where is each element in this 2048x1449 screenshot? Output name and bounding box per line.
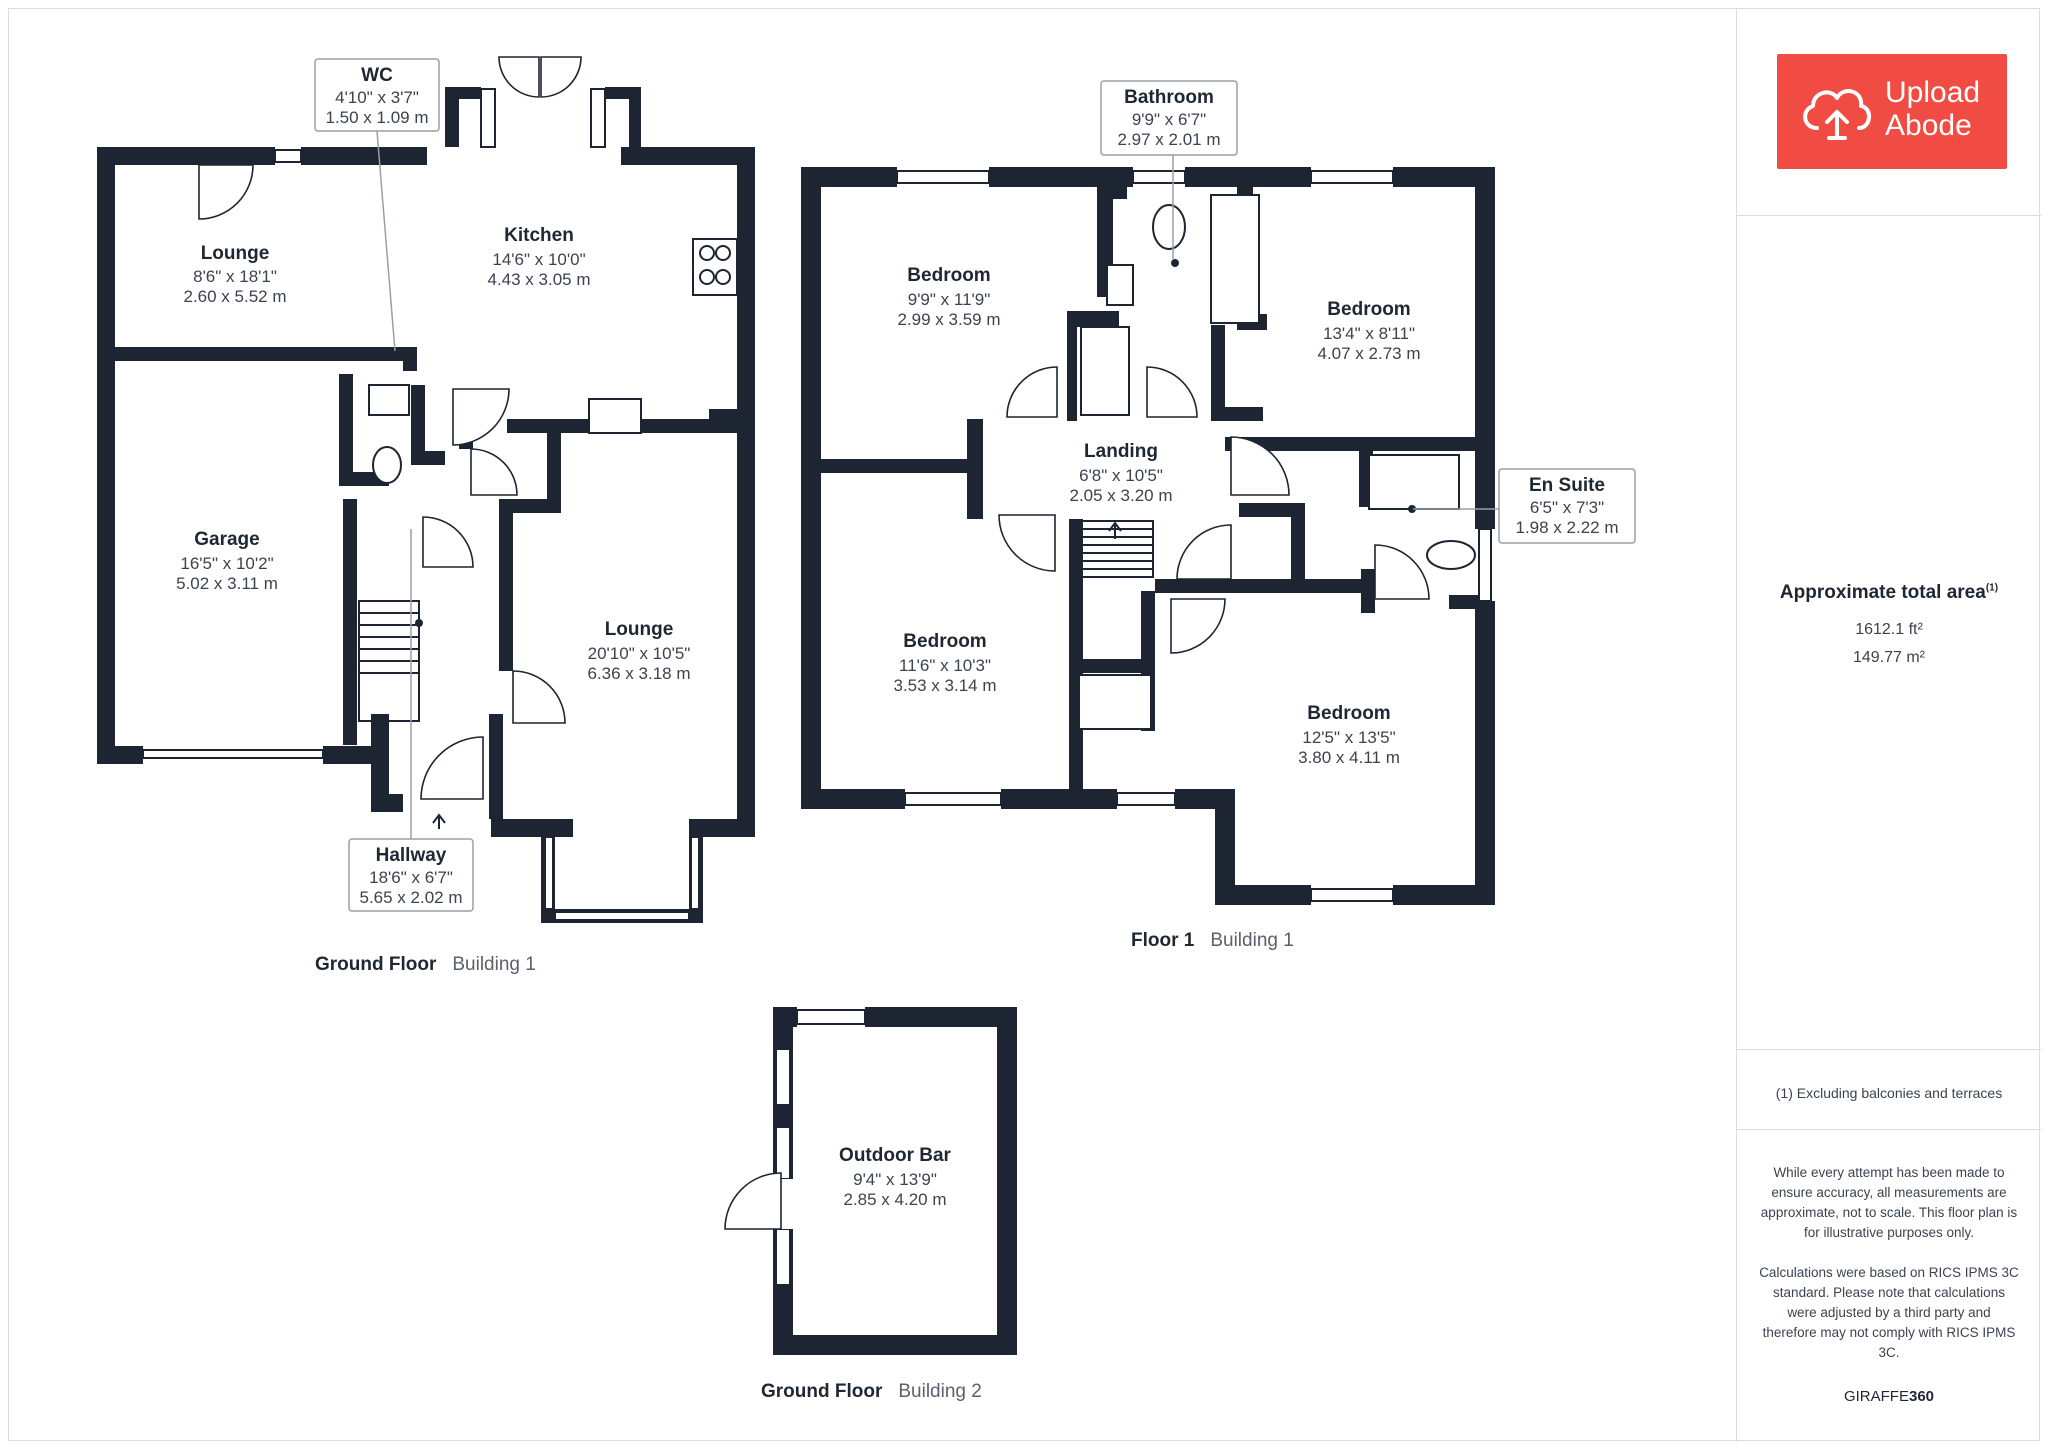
floor-label-ground-b1: Ground Floor Building 1 <box>315 954 536 975</box>
floor-name: Floor 1 <box>1131 930 1195 951</box>
wc-imperial: 4'10" x 3'7" <box>335 88 419 107</box>
area-sqm: 149.77 m² <box>1852 649 1926 666</box>
bedroom-se-name: Bedroom <box>1307 703 1390 724</box>
kitchen-name: Kitchen <box>504 225 574 246</box>
panel-divider <box>1737 215 2041 216</box>
toilet-icon <box>1152 204 1186 250</box>
landing-metric: 2.05 x 3.20 m <box>1069 486 1172 505</box>
giraffe360-brand: GIRAFFE360 <box>1737 1388 2041 1405</box>
ensuite-name: En Suite <box>1529 475 1605 496</box>
bedroom-ne-name: Bedroom <box>1327 299 1410 320</box>
logo-line-2: Abode <box>1885 109 1972 142</box>
area-title: Approximate total area(1) <box>1737 582 2041 604</box>
building-name: Building 1 <box>1210 930 1293 951</box>
ensuite-metric: 1.98 x 2.22 m <box>1515 518 1618 537</box>
kitchen-imperial: 14'6" x 10'0" <box>492 250 585 269</box>
disclaimer-accuracy: While every attempt has been made to ens… <box>1760 1165 2018 1240</box>
floor-plan-drawing: Lounge 8'6" x 18'1" 2.60 x 5.52 m Kitche… <box>97 56 1636 1402</box>
lounge-small-imperial: 8'6" x 18'1" <box>193 267 277 286</box>
floor-name: Ground Floor <box>315 954 437 975</box>
bathroom-name: Bathroom <box>1124 87 1214 108</box>
building-name: Building 1 <box>452 954 535 975</box>
floor-label-first-b1: Floor 1 Building 1 <box>1131 930 1294 951</box>
upload-abode-logo: Upload Abode <box>1777 54 2007 169</box>
bathroom-metric: 2.97 x 2.01 m <box>1117 130 1220 149</box>
sink-icon <box>588 398 642 434</box>
staircase-icon <box>358 600 423 722</box>
lounge-small-metric: 2.60 x 5.52 m <box>183 287 286 306</box>
outdoor-bar-metric: 2.85 x 4.20 m <box>843 1190 946 1209</box>
panel-divider <box>1737 1049 2041 1050</box>
lounge-large-metric: 6.36 x 3.18 m <box>587 664 690 683</box>
bedroom-ne-metric: 4.07 x 2.73 m <box>1317 344 1420 363</box>
shower-icon <box>1080 326 1130 416</box>
wc-name: WC <box>361 65 393 86</box>
floor-name: Ground Floor <box>761 1381 883 1402</box>
entrance-arrow-icon <box>432 813 446 829</box>
toilet-icon <box>372 446 402 484</box>
hob-icon <box>692 238 738 296</box>
floor-label-ground-b2: Ground Floor Building 2 <box>761 1381 982 1402</box>
building-name: Building 2 <box>898 1381 981 1402</box>
outdoor-bar-name: Outdoor Bar <box>839 1145 951 1166</box>
wc-metric: 1.50 x 1.09 m <box>325 108 428 127</box>
garage-name: Garage <box>194 529 259 550</box>
logo-wordmark: Upload Abode <box>1885 76 1980 142</box>
bedroom-sw-imperial: 11'6" x 10'3" <box>899 656 991 675</box>
ground-floor-building-2: Outdoor Bar 9'4" x 13'9" 2.85 x 4.20 m G… <box>724 1007 1017 1402</box>
garage-metric: 5.02 x 3.11 m <box>176 574 278 593</box>
bedroom-nw-metric: 2.99 x 3.59 m <box>897 310 1000 329</box>
bedroom-nw-name: Bedroom <box>907 265 990 286</box>
landing-imperial: 6'8" x 10'5" <box>1079 466 1163 485</box>
bedroom-se-imperial: 12'5" x 13'5" <box>1302 728 1395 747</box>
outdoor-bar-imperial: 9'4" x 13'9" <box>853 1170 937 1189</box>
bath-icon <box>1210 194 1260 324</box>
bedroom-ne-imperial: 13'4" x 8'11" <box>1323 324 1415 343</box>
bedroom-sw-metric: 3.53 x 3.14 m <box>893 676 996 695</box>
bedroom-se-metric: 3.80 x 4.11 m <box>1298 748 1400 767</box>
hallway-metric: 5.65 x 2.02 m <box>359 888 462 907</box>
brand-bold: 360 <box>1908 1388 1935 1405</box>
cloud-upload-icon <box>1803 89 1871 140</box>
cupboard-icon <box>1078 674 1152 730</box>
ensuite-imperial: 6'5" x 7'3" <box>1530 498 1604 517</box>
hallway-imperial: 18'6" x 6'7" <box>369 868 453 887</box>
bathroom-imperial: 9'9" x 6'7" <box>1132 110 1206 129</box>
ensuite-shower-icon <box>1368 454 1460 510</box>
disclaimer: While every attempt has been made to ens… <box>1759 1163 2019 1383</box>
floor-1-building-1: Bedroom 9'9" x 11'9" 2.99 x 3.59 m Bedro… <box>801 80 1636 951</box>
bedroom-nw-imperial: 9'9" x 11'9" <box>908 290 991 309</box>
ground-floor-building-1: Lounge 8'6" x 18'1" 2.60 x 5.52 m Kitche… <box>97 56 755 975</box>
area-sqft: 1612.1 ft² <box>1855 621 1923 638</box>
staircase-icon <box>1076 520 1154 578</box>
kitchen-metric: 4.43 x 3.05 m <box>487 270 590 289</box>
lounge-small-name: Lounge <box>201 243 270 264</box>
lounge-large-imperial: 20'10" x 10'5" <box>588 644 691 663</box>
garage-imperial: 16'5" x 10'2" <box>180 554 273 573</box>
logo-line-1: Upload <box>1885 76 1981 109</box>
basin-icon <box>368 384 410 416</box>
lounge-large-name: Lounge <box>605 619 674 640</box>
area-note-marker: (1) <box>1985 582 1999 594</box>
bedroom-sw-name: Bedroom <box>903 631 986 652</box>
basin-icon <box>1106 264 1134 306</box>
ensuite-toilet-icon <box>1426 540 1476 570</box>
brand-light: GIRAFFE <box>1843 1388 1909 1405</box>
hallway-name: Hallway <box>376 845 447 866</box>
floor-plan-sheet: Lounge 8'6" x 18'1" 2.60 x 5.52 m Kitche… <box>8 8 2041 1442</box>
area-title-text: Approximate total area <box>1779 582 1986 603</box>
footnote: (1) Excluding balconies and terraces <box>1775 1085 2003 1101</box>
landing-name: Landing <box>1084 441 1158 462</box>
disclaimer-rics: Calculations were based on RICS IPMS 3C … <box>1759 1265 2019 1360</box>
info-panel: Upload Abode Approximate total area(1) 1… <box>1736 9 2041 1442</box>
panel-divider <box>1737 1129 2041 1130</box>
